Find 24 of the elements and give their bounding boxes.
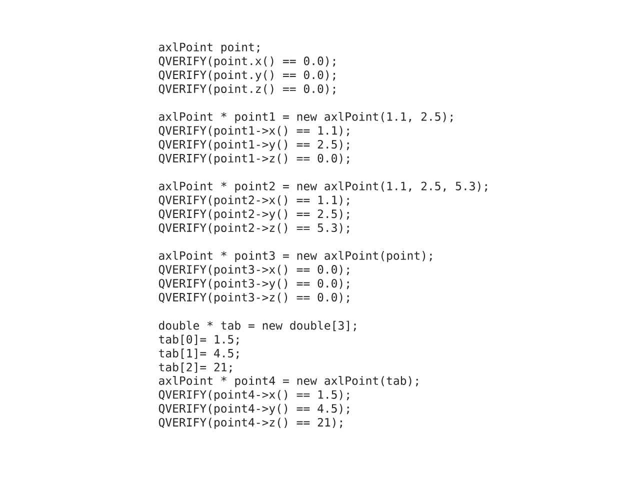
code-line: tab[0]= 1.5; <box>159 334 238 346</box>
code-line: QVERIFY(point2->x() == 1.1); <box>158 195 349 206</box>
code-line: axlPoint * point2 = new axlPoint(1.1, 2.5, 5.3); <box>159 181 487 193</box>
code-line: tab[1]= 4.5; <box>159 348 238 359</box>
code-line: QVERIFY(point4->x() == 1.5); <box>158 390 349 402</box>
code-line: QVERIFY(point2->y() == 2.5); <box>158 209 349 220</box>
code-line: QVERIFY(point.x() == 0.0); <box>158 56 336 68</box>
code-line: QVERIFY(point4->z() == 21); <box>158 418 342 429</box>
code-line: QVERIFY(point3->y() == 0.0); <box>158 278 349 290</box>
code-line: QVERIFY(point2->z() == 5.3); <box>158 223 349 234</box>
code-line: double * tab = new double[3]; <box>158 320 356 332</box>
code-line: axlPoint * point4 = new axlPoint(tab); <box>159 376 418 388</box>
code-line: QVERIFY(point.y() == 0.0); <box>158 70 336 82</box>
code-line: axlPoint * point1 = new axlPoint(1.1, 2.5); <box>159 112 452 124</box>
code-line: axlPoint point; <box>159 42 260 54</box>
code-line: tab[2]= 21; <box>159 362 232 373</box>
code-line: QVERIFY(point4->y() == 4.5); <box>158 404 349 415</box>
code-line: QVERIFY(point3->z() == 0.0); <box>158 292 349 304</box>
code-line: axlPoint * point3 = new axlPoint(point); <box>159 250 432 262</box>
code-line: QVERIFY(point1->y() == 2.5); <box>158 140 349 151</box>
code-line: QVERIFY(point.z() == 0.0); <box>158 84 336 96</box>
code-line: QVERIFY(point1->z() == 0.0); <box>158 154 349 165</box>
code-line: QVERIFY(point1->x() == 1.1); <box>158 126 349 137</box>
code-line: QVERIFY(point3->x() == 0.0); <box>158 264 349 276</box>
